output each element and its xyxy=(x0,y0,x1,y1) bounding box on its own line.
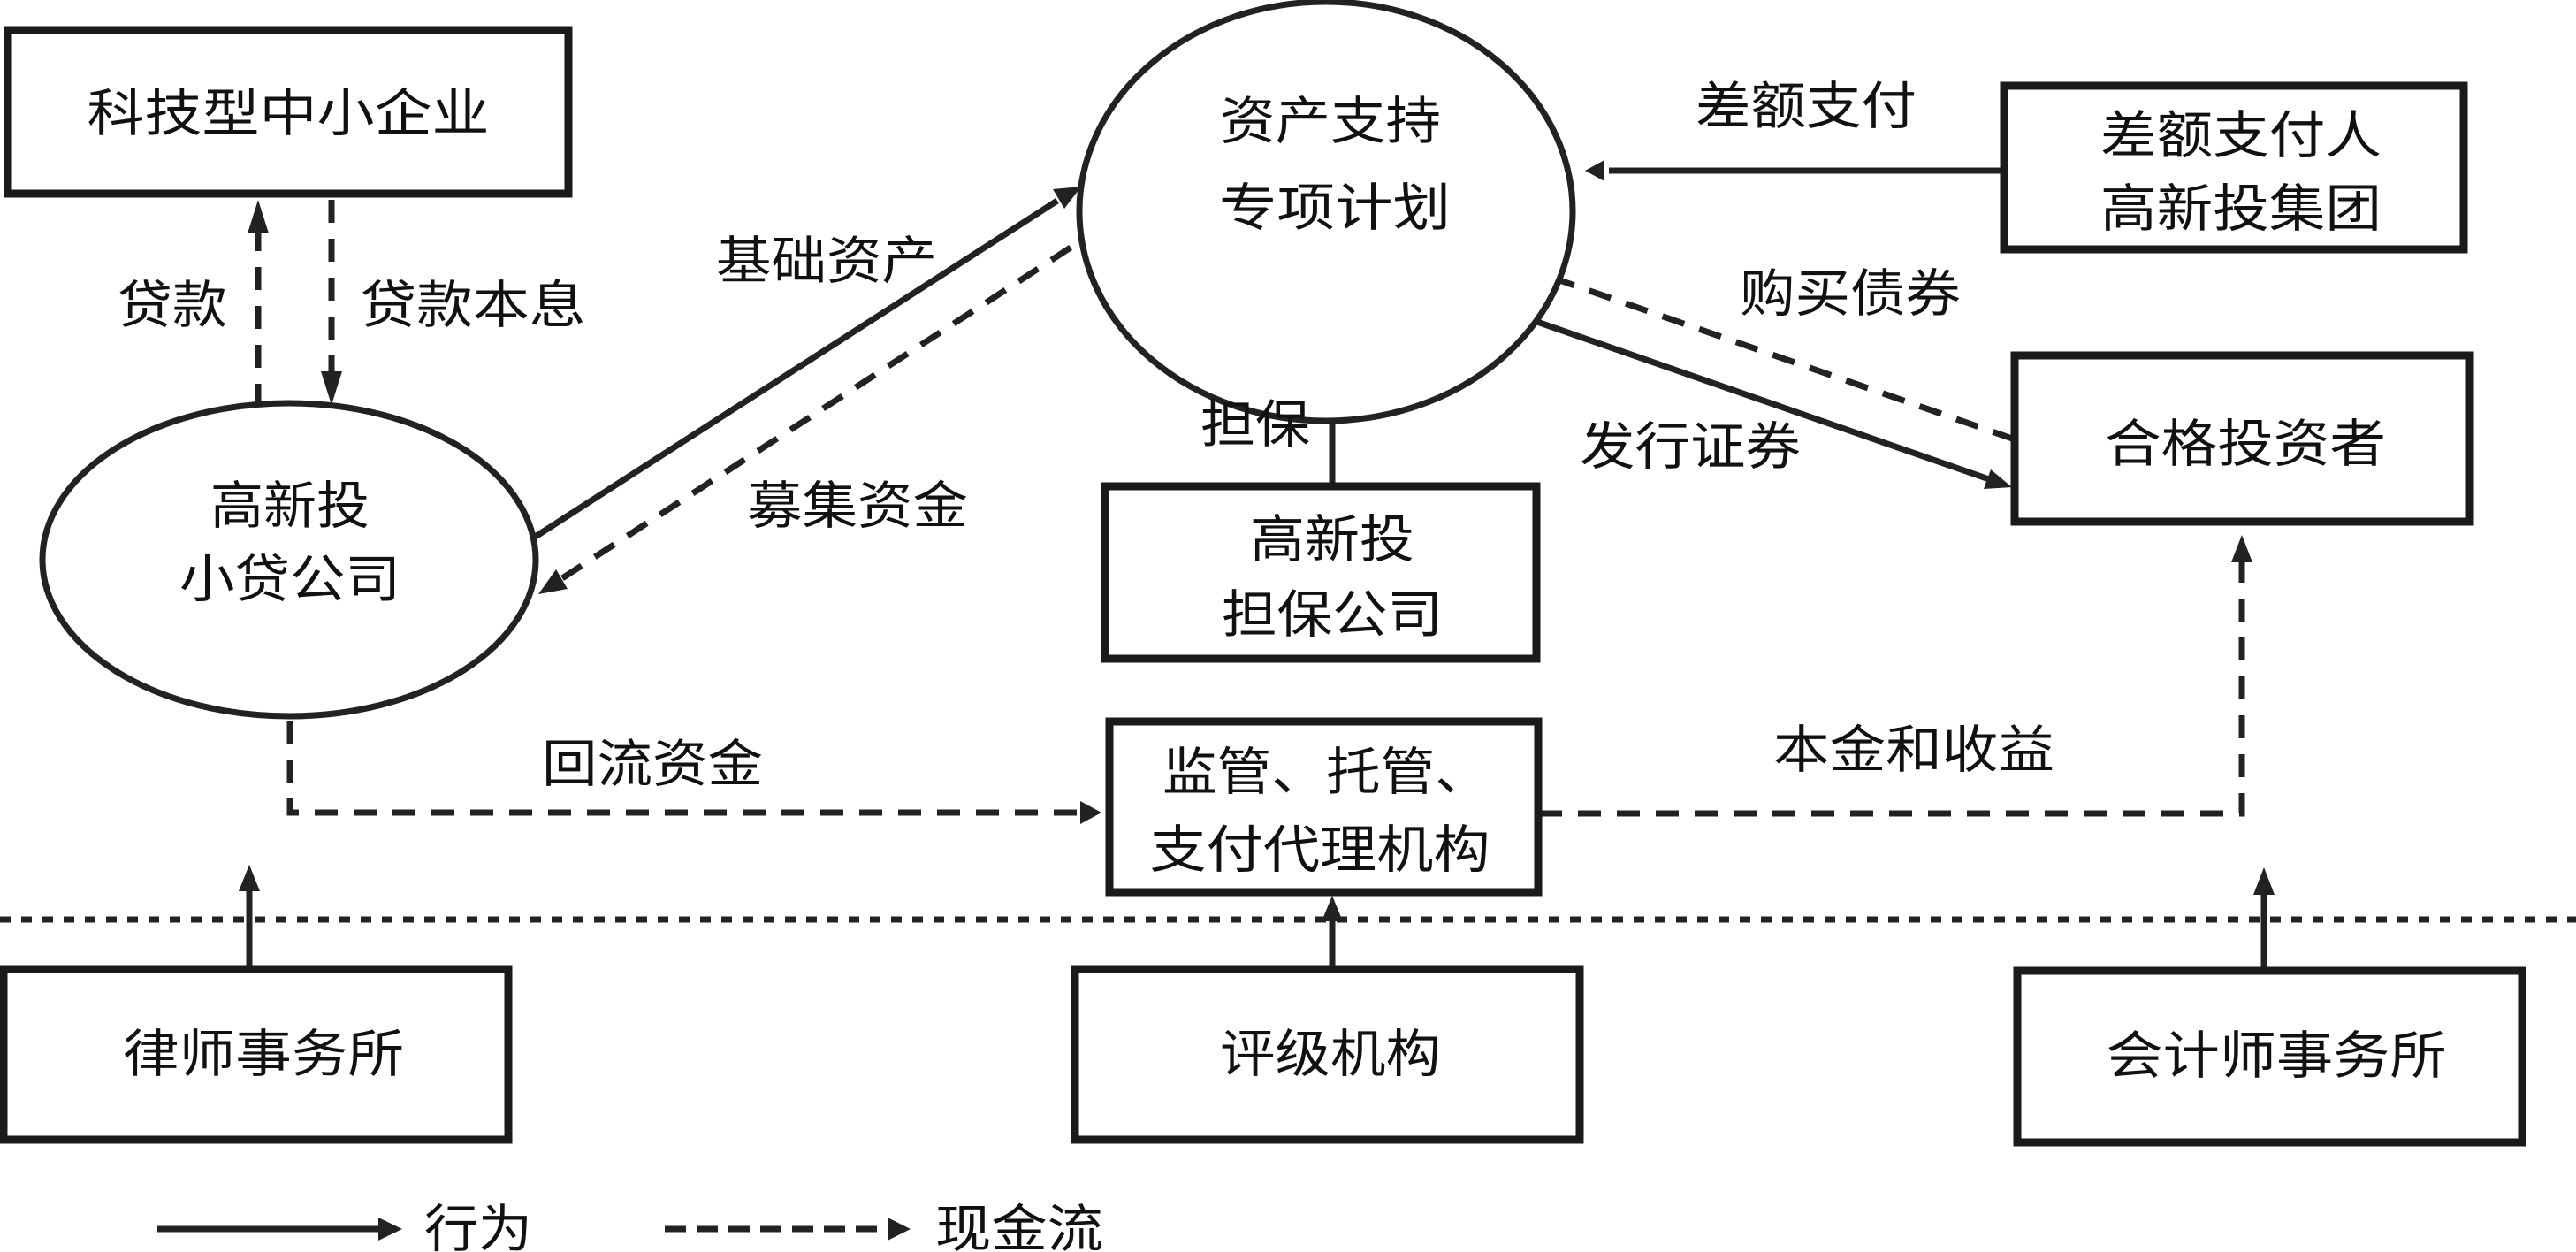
legend-item-action: 行为 xyxy=(157,1199,532,1252)
label-shortfall-payment: 差额支付 xyxy=(1696,76,1917,136)
label-loan: 贷款 xyxy=(118,275,227,335)
arrowhead-principal-income xyxy=(2231,535,2252,562)
node-accounting-firm-label: 会计师事务所 xyxy=(2107,1026,2447,1086)
edge-issue-securities xyxy=(1452,289,1991,483)
arrowhead-returned-funds xyxy=(1080,801,1101,824)
node-microloan: 高新投 小贷公司 xyxy=(39,400,539,720)
node-sme-box xyxy=(4,26,573,198)
arrowhead-underlying-assets xyxy=(1053,187,1081,209)
legend-item-cash: 现金流 xyxy=(665,1199,1103,1252)
node-guarantor-label-line1: 高新投 xyxy=(1250,509,1414,569)
node-rating-agency-label: 评级机构 xyxy=(1220,1024,1441,1084)
node-law-firm-label: 律师事务所 xyxy=(123,1024,404,1084)
node-law-firm: 律师事务所 xyxy=(0,965,513,1144)
label-returned-funds: 回流资金 xyxy=(542,734,763,794)
node-shortfall-payer: 差额支付人 高新投集团 xyxy=(2000,81,2468,254)
node-accounting-firm-box xyxy=(2013,966,2526,1147)
label-guarantee: 担保 xyxy=(1200,394,1310,454)
arrowhead-law-support xyxy=(239,865,260,891)
node-investors-box xyxy=(2010,351,2474,526)
node-custodian-label-line2: 支付代理机构 xyxy=(1150,820,1490,880)
label-buy-bonds: 购买债券 xyxy=(1740,263,1961,324)
label-loan-repayment: 贷款本息 xyxy=(361,275,586,335)
node-investors-label: 合格投资者 xyxy=(2105,414,2386,474)
node-shortfall-payer-label-line1: 差额支付人 xyxy=(2100,105,2382,165)
edge-returned-funds xyxy=(286,721,1078,816)
edge-buy-bonds xyxy=(1545,272,2016,443)
node-custodian-label-line1: 监管、托管、 xyxy=(1162,742,1490,802)
nodes: 科技型中小企业 高新投 小贷公司 资产支持 专项计划 差额支付人 高新投集团 合… xyxy=(0,0,2526,1147)
edge-underlying-assets xyxy=(532,198,1059,540)
node-law-firm-box xyxy=(0,965,513,1144)
node-guarantor-box xyxy=(1101,482,1541,663)
label-principal-income: 本金和收益 xyxy=(1773,720,2054,780)
node-rating-agency-box xyxy=(1071,965,1584,1144)
arrowhead-loan-repayment xyxy=(321,371,342,405)
node-custodian: 监管、托管、 支付代理机构 xyxy=(1105,717,1543,897)
node-microloan-ellipse xyxy=(39,400,539,720)
node-sme-label: 科技型中小企业 xyxy=(88,83,490,143)
arrowhead-rating-support xyxy=(1322,896,1343,921)
node-microloan-label-line2: 小贷公司 xyxy=(179,549,400,609)
node-abs-plan-label-line2: 专项计划 xyxy=(1219,178,1451,238)
label-issue-securities: 发行证券 xyxy=(1580,416,1801,477)
node-guarantor: 高新投 担保公司 xyxy=(1101,482,1541,663)
edge-labels: 贷款 贷款本息 基础资产 募集资金 差额支付 购买债券 发行证券 担保 回流资金… xyxy=(118,76,2054,794)
node-abs-plan-ellipse xyxy=(1076,0,1576,424)
node-shortfall-payer-label-line2: 高新投集团 xyxy=(2100,179,2382,239)
arrowhead-raised-funds xyxy=(538,569,568,594)
node-microloan-label-line1: 高新投 xyxy=(210,476,370,536)
legend-action-label: 行为 xyxy=(424,1199,532,1252)
label-raised-funds: 募集资金 xyxy=(747,476,968,536)
node-guarantor-label-line2: 担保公司 xyxy=(1222,584,1443,645)
legend-solid-arrowhead xyxy=(378,1218,402,1241)
label-underlying-assets: 基础资产 xyxy=(716,231,937,291)
edge-raised-funds xyxy=(560,224,1105,581)
node-custodian-box xyxy=(1105,717,1543,897)
node-sme: 科技型中小企业 xyxy=(4,26,573,198)
legend-cash-label: 现金流 xyxy=(935,1199,1103,1252)
node-rating-agency: 评级机构 xyxy=(1071,965,1584,1144)
legend: 行为 现金流 xyxy=(157,1199,1103,1252)
node-abs-plan-label-line1: 资产支持 xyxy=(1220,91,1441,151)
arrowhead-issue-securities xyxy=(1984,470,2012,489)
node-accounting-firm: 会计师事务所 xyxy=(2013,966,2526,1147)
edge-principal-income xyxy=(1539,562,2245,817)
arrowhead-accounting-support xyxy=(2253,867,2275,895)
node-investors: 合格投资者 xyxy=(2010,351,2474,526)
arrowhead-shortfall-payment xyxy=(1585,160,1604,181)
node-shortfall-payer-box xyxy=(2000,81,2468,254)
arrowhead-loan xyxy=(248,200,269,233)
legend-dashed-arrowhead xyxy=(888,1218,911,1241)
node-abs-plan: 资产支持 专项计划 xyxy=(1076,0,1576,424)
